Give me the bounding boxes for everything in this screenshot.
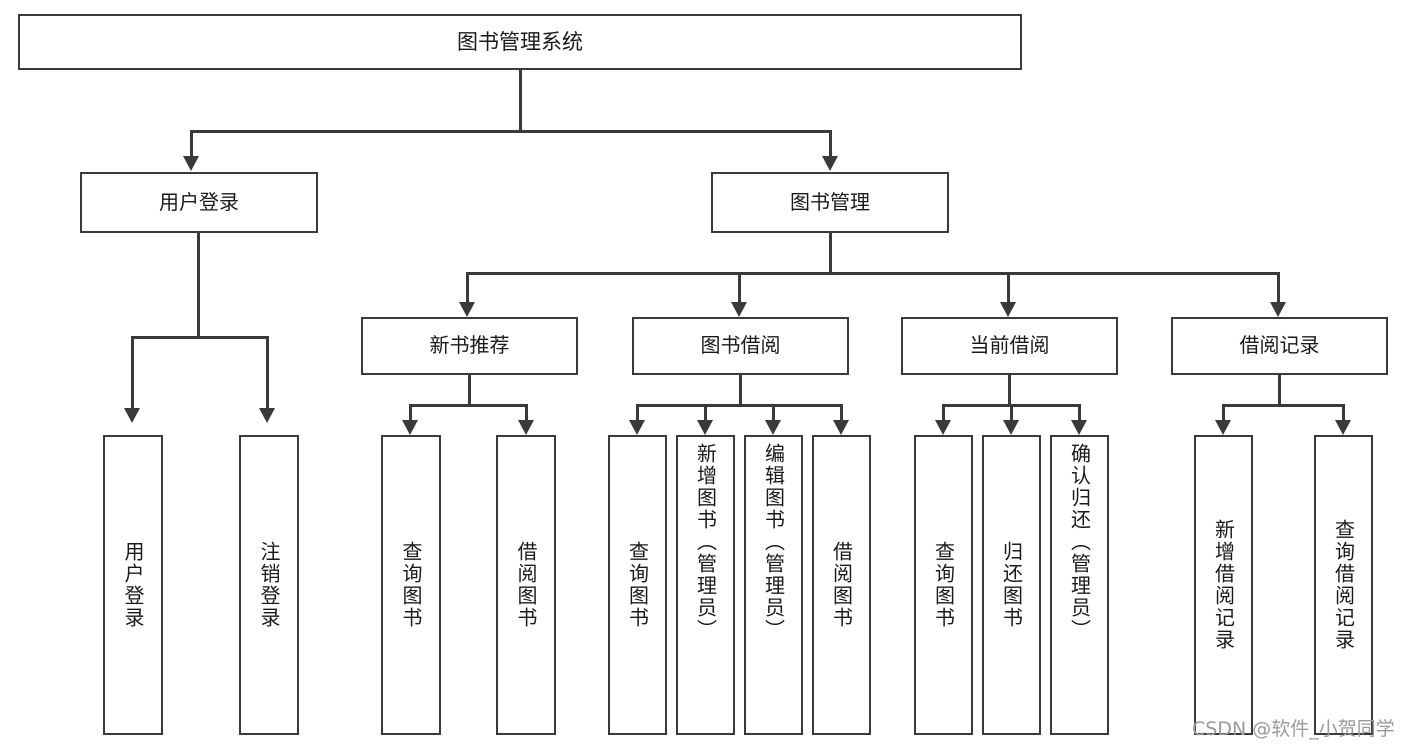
leaf-book-borrow-query-book[interactable]: 查询图书	[608, 435, 667, 735]
csdn-watermark: CSDN @软件_小贺同学	[1192, 714, 1395, 741]
node-label: 借阅记录	[1239, 333, 1320, 358]
connector-borrow-record-bar	[1222, 404, 1342, 407]
leaf-label: 查询借阅记录	[1331, 519, 1356, 651]
arrowhead-user-login-to-leaf-2	[259, 408, 275, 423]
arrowhead-root-to-user-login	[183, 156, 199, 171]
connector-root-to-user-login	[190, 130, 193, 158]
arrowhead-borrow-record-to-leaf-2	[1335, 420, 1351, 435]
arrowhead-user-login-to-leaf-1	[124, 408, 140, 423]
connector-new-book-to-leaf-2	[525, 404, 528, 422]
connector-user-login-to-leaf-2	[266, 336, 269, 410]
leaf-borrow-record-query-record[interactable]: 查询借阅记录	[1314, 435, 1373, 735]
arrowhead-root-to-book-management	[822, 156, 838, 171]
connector-root-bar	[190, 130, 832, 133]
leaf-new-book-query-book[interactable]: 查询图书	[381, 435, 441, 735]
leaf-book-borrow-borrow-book[interactable]: 借阅图书	[812, 435, 871, 735]
leaf-label: 新增借阅记录	[1211, 519, 1236, 651]
connector-current-borrow-stem	[1008, 375, 1011, 407]
leaf-label: 归还图书	[999, 541, 1024, 629]
connector-bm-to-borrow-record	[1277, 272, 1280, 304]
arrowhead-bm-to-book-borrow	[731, 302, 747, 317]
leaf-label: 编辑图书（管理员）	[761, 443, 786, 641]
leaf-label: 用户登录	[121, 541, 145, 629]
connector-new-book-stem	[468, 375, 471, 407]
connector-current-borrow-to-leaf-3	[1078, 404, 1081, 422]
leaf-current-borrow-return-book[interactable]: 归还图书	[982, 435, 1041, 735]
node-label: 图书借阅	[700, 333, 781, 358]
connector-borrow-record-to-leaf-1	[1222, 404, 1225, 422]
arrowhead-bm-to-new-book	[459, 302, 475, 317]
arrowhead-current-borrow-to-leaf-1	[935, 420, 951, 435]
leaf-book-borrow-add-book-admin[interactable]: 新增图书（管理员）	[676, 435, 735, 735]
arrowhead-borrow-record-to-leaf-1	[1215, 420, 1231, 435]
leaf-label: 借阅图书	[829, 541, 854, 629]
connector-book-borrow-to-leaf-4	[840, 404, 843, 422]
leaf-borrow-record-add-record[interactable]: 新增借阅记录	[1194, 435, 1253, 735]
node-label: 图书管理	[790, 189, 870, 214]
arrowhead-current-borrow-to-leaf-3	[1071, 420, 1087, 435]
connector-book-borrow-bar	[636, 404, 843, 407]
arrowhead-new-book-to-leaf-1	[402, 420, 418, 435]
connector-user-login-stem	[197, 233, 200, 338]
leaf-label: 查询图书	[931, 541, 956, 629]
connector-book-borrow-to-leaf-3	[772, 404, 775, 422]
connector-bm-to-book-borrow	[738, 272, 741, 304]
node-user-login[interactable]: 用户登录	[80, 172, 318, 233]
watermark-text: CSDN @软件_小贺同学	[1192, 718, 1395, 740]
connector-new-book-bar	[409, 404, 528, 407]
arrowhead-book-borrow-to-leaf-3	[765, 420, 781, 435]
connector-borrow-record-to-leaf-2	[1342, 404, 1345, 422]
connector-user-login-bar	[131, 336, 269, 339]
leaf-label: 注销登录	[257, 541, 281, 629]
leaf-current-borrow-query-book[interactable]: 查询图书	[914, 435, 973, 735]
arrowhead-new-book-to-leaf-2	[518, 420, 534, 435]
leaf-user-login-logout[interactable]: 注销登录	[239, 435, 299, 735]
node-label: 图书管理系统	[457, 29, 583, 54]
connector-book-management-bar	[466, 272, 1277, 275]
connector-book-borrow-to-leaf-2	[704, 404, 707, 422]
connector-root-to-book-management	[829, 130, 832, 158]
connector-root-stem	[519, 70, 522, 132]
node-current-borrow[interactable]: 当前借阅	[901, 317, 1118, 375]
leaf-label: 新增图书（管理员）	[693, 443, 718, 641]
leaf-book-borrow-edit-book-admin[interactable]: 编辑图书（管理员）	[744, 435, 803, 735]
node-borrow-record[interactable]: 借阅记录	[1171, 317, 1388, 375]
leaf-current-borrow-confirm-return-admin[interactable]: 确认归还（管理员）	[1050, 435, 1109, 735]
arrowhead-bm-to-current-borrow	[1000, 302, 1016, 317]
leaf-label: 查询图书	[625, 541, 650, 629]
arrowhead-current-borrow-to-leaf-2	[1003, 420, 1019, 435]
node-label: 用户登录	[159, 189, 239, 214]
connector-bm-to-current-borrow	[1007, 272, 1010, 304]
node-label: 当前借阅	[969, 333, 1050, 358]
node-book-borrow[interactable]: 图书借阅	[632, 317, 849, 375]
leaf-user-login-login[interactable]: 用户登录	[103, 435, 163, 735]
arrowhead-book-borrow-to-leaf-4	[833, 420, 849, 435]
connector-current-borrow-to-leaf-1	[942, 404, 945, 422]
node-book-management[interactable]: 图书管理	[711, 172, 949, 233]
connector-book-borrow-stem	[739, 375, 742, 407]
arrowhead-book-borrow-to-leaf-2	[697, 420, 713, 435]
node-new-book-recommend[interactable]: 新书推荐	[361, 317, 578, 375]
arrowhead-bm-to-borrow-record	[1270, 302, 1286, 317]
connector-book-management-stem	[829, 233, 832, 275]
leaf-label: 确认归还（管理员）	[1067, 443, 1092, 641]
connector-borrow-record-stem	[1278, 375, 1281, 407]
connector-bm-to-new-book	[466, 272, 469, 304]
leaf-new-book-borrow-book[interactable]: 借阅图书	[496, 435, 556, 735]
node-label: 新书推荐	[429, 333, 510, 358]
leaf-label: 借阅图书	[514, 541, 538, 629]
connector-current-borrow-to-leaf-2	[1010, 404, 1013, 422]
node-root-book-management-system[interactable]: 图书管理系统	[18, 14, 1022, 70]
connector-user-login-to-leaf-1	[131, 336, 134, 410]
arrowhead-book-borrow-to-leaf-1	[629, 420, 645, 435]
connector-book-borrow-to-leaf-1	[636, 404, 639, 422]
leaf-label: 查询图书	[399, 541, 423, 629]
connector-new-book-to-leaf-1	[409, 404, 412, 422]
